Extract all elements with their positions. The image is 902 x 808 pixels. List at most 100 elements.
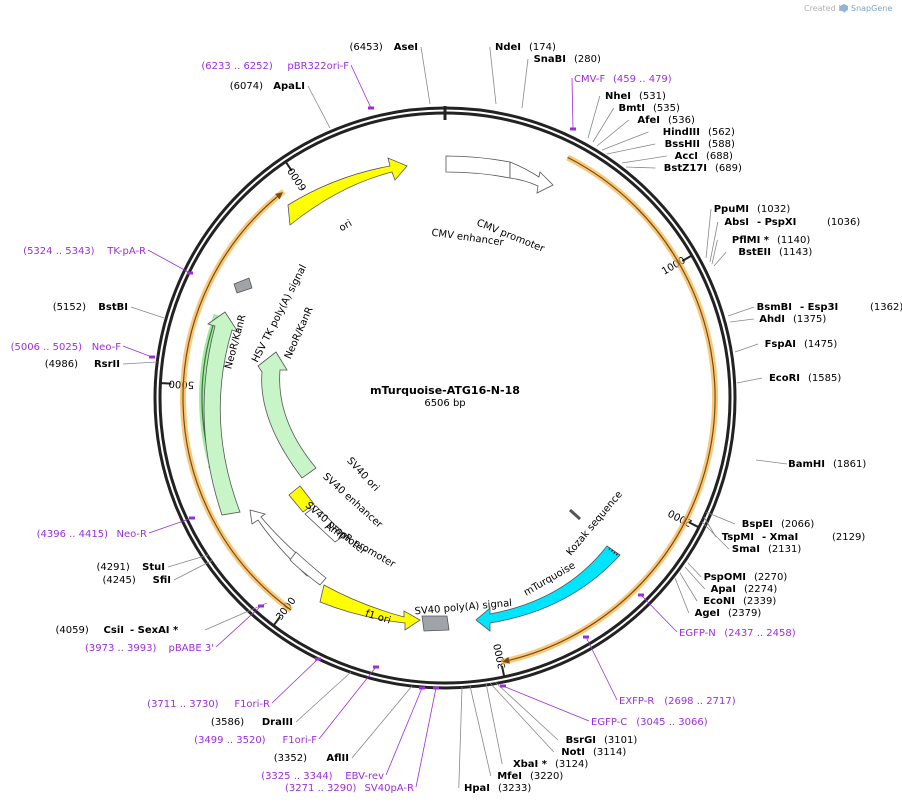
primer-range: (4396 .. 4415) xyxy=(37,529,109,540)
primer-egfpn[interactable]: EGFP-N(2437 .. 2458) xyxy=(638,593,796,640)
site-asei[interactable]: (6453)AseI xyxy=(350,42,431,105)
site-name: AseI xyxy=(394,42,418,53)
primer-range: (2698 .. 2717) xyxy=(664,696,736,707)
primer-name: pBR322ori-F xyxy=(287,61,349,72)
hsv-tk-polya-feature[interactable] xyxy=(233,277,253,294)
site-position: (1032) xyxy=(757,204,790,215)
site-position: (3124) xyxy=(555,759,588,770)
site-name: PspOMI xyxy=(704,572,746,583)
site-absi[interactable]: AbsI(1036)- PspXI xyxy=(709,217,860,263)
primer-f1orif[interactable]: F1ori-F(3499 .. 3520) xyxy=(194,665,379,747)
brand-text: SnapGene xyxy=(851,4,892,13)
site-bsmbi[interactable]: BsmBI(1362)- Esp3I xyxy=(727,302,902,317)
site-ahdi[interactable]: AhdI(1375) xyxy=(729,314,826,325)
site-mfei[interactable]: MfeI(3220) xyxy=(469,685,563,782)
site-hindiii[interactable]: HindIII(562) xyxy=(601,127,735,151)
sv40-enhancer-feature[interactable] xyxy=(304,505,346,543)
primer-f1orir[interactable]: F1ori-R(3711 .. 3730) xyxy=(147,657,321,711)
site-bsshii[interactable]: BssHII(588) xyxy=(606,139,735,155)
site-bmti[interactable]: BmtI(535) xyxy=(592,103,680,143)
primer-pbabe3[interactable]: pBABE 3'(3973 .. 3993) xyxy=(85,604,264,655)
site-bamhi[interactable]: BamHI(1861) xyxy=(755,459,866,470)
site-name: NheI xyxy=(605,91,631,102)
site-name: XbaI * xyxy=(513,759,548,770)
site-snabi[interactable]: SnaBI(280) xyxy=(521,54,601,109)
neokanr-outer-feature[interactable] xyxy=(203,311,241,516)
primer-sv40par[interactable]: SV40pA-R(3271 .. 3290) xyxy=(285,686,439,795)
primer-pbr322orif[interactable]: pBR322ori-F(6233 .. 6252) xyxy=(201,61,374,110)
mturquoise-feature[interactable] xyxy=(475,545,621,632)
site-apai[interactable]: ApaI(2274) xyxy=(684,566,777,595)
ori-feature[interactable] xyxy=(287,157,408,226)
site-afei[interactable]: AfeI(536) xyxy=(596,115,695,147)
site-bsteii[interactable]: BstEII(1143) xyxy=(713,247,812,267)
neo-cds-line xyxy=(182,192,292,611)
site-pflmi[interactable]: PflMI *(1140) xyxy=(711,235,810,265)
site-smai[interactable]: SmaI (2131) xyxy=(701,521,801,555)
primer-name: F1ori-F xyxy=(283,735,318,746)
sv40-ori-feature[interactable] xyxy=(288,485,315,513)
site-nhei[interactable]: NheI(531) xyxy=(587,91,666,139)
primer-neor[interactable]: Neo-R(4396 .. 4415) xyxy=(37,516,195,541)
site-pspomi[interactable]: PspOMI(2270) xyxy=(687,562,787,583)
site-name: AflII xyxy=(326,753,349,764)
primer-mark xyxy=(189,516,195,520)
site-draiii[interactable]: (3586)DraIII xyxy=(211,671,352,728)
site-csii[interactable]: (4059)CsiI- SexAI * xyxy=(56,602,268,636)
primer-name: EGFP-N xyxy=(679,628,716,639)
site-bstbi[interactable]: (5152)BstBI xyxy=(53,302,165,319)
site-stui[interactable]: (4291)StuI xyxy=(97,554,209,573)
site-position: (2131) xyxy=(768,544,801,555)
primer-exfpr[interactable]: EXFP-R(2698 .. 2717) xyxy=(583,635,736,708)
site-position: (1036) xyxy=(827,217,860,228)
site-sfii[interactable]: (4245)SfiI xyxy=(103,559,214,586)
site-position: (6074) xyxy=(230,81,263,92)
site-position: (3233) xyxy=(498,783,531,794)
neokanr-inner-feature[interactable] xyxy=(257,351,317,479)
site-name: DraIII xyxy=(262,717,293,728)
kozak-feature[interactable] xyxy=(568,508,582,521)
site-hpai[interactable]: HpaI(3233) xyxy=(458,686,532,794)
site-position: (5152) xyxy=(53,302,86,313)
site-position: (1861) xyxy=(833,459,866,470)
primer-neof[interactable]: Neo-F(5006 .. 5025) xyxy=(11,342,155,359)
site-agei[interactable]: AgeI(2379) xyxy=(674,577,761,619)
plasmid-name: mTurquoise-ATG16-N-18 xyxy=(370,384,520,397)
cmv-enhancer-feature[interactable] xyxy=(445,155,511,179)
primer-mark xyxy=(187,271,193,275)
site-aflii[interactable]: (3352)AflII xyxy=(274,685,413,764)
f1-ori-feature[interactable] xyxy=(319,584,421,631)
primer-ebvrev[interactable]: EBV-rev(3325 .. 3344) xyxy=(261,686,425,783)
site-name: EcoNI xyxy=(703,596,735,607)
site-name: AccI xyxy=(675,151,698,162)
site-ecori[interactable]: EcoRI(1585) xyxy=(736,373,841,384)
site-position: (2066) xyxy=(781,519,814,530)
ampr-promoter-feature[interactable] xyxy=(289,551,327,586)
site-noti[interactable]: NotI(3114) xyxy=(489,682,626,758)
site-acci[interactable]: AccI(688) xyxy=(621,151,733,164)
feature-label-5: NeoR/KanR xyxy=(283,305,316,361)
primer-egfpc[interactable]: EGFP-C(3045 .. 3066) xyxy=(500,684,708,729)
site-position: (1375) xyxy=(793,314,826,325)
tick-mark-4 xyxy=(161,382,172,385)
site-bspei[interactable]: BspEI(2066) xyxy=(705,511,814,530)
site-name: BssHII xyxy=(665,139,700,150)
cmv-promoter-feature[interactable] xyxy=(509,161,554,194)
site-position: (689) xyxy=(715,163,742,174)
site-position: (1140) xyxy=(777,235,810,246)
site-ppumi[interactable]: PpuMI(1032) xyxy=(705,204,790,259)
site-apali[interactable]: (6074)ApaLI xyxy=(230,81,331,129)
primer-cmvf[interactable]: CMV-F(459 .. 479) xyxy=(570,74,672,131)
site-name-alt: - PspXI xyxy=(757,217,796,228)
primer-tkpar[interactable]: TK-pA-R(5324 .. 5343) xyxy=(23,246,193,275)
site-bstz17i[interactable]: BstZ17I(689) xyxy=(625,163,742,174)
site-rsrii[interactable]: (4986)RsrII xyxy=(45,359,158,370)
site-ndei[interactable]: NdeI(174) xyxy=(489,42,556,105)
site-bsrgi[interactable]: BsrGI(3101) xyxy=(494,681,637,746)
site-name: BsrGI xyxy=(566,735,596,746)
site-name: SmaI xyxy=(732,544,760,555)
site-econi[interactable]: EcoNI(2339) xyxy=(679,572,776,607)
site-fspai[interactable]: FspAI(1475) xyxy=(734,339,837,353)
sv40-polya-feature[interactable] xyxy=(421,615,450,632)
site-xbai[interactable]: XbaI * (3124) xyxy=(485,682,588,770)
